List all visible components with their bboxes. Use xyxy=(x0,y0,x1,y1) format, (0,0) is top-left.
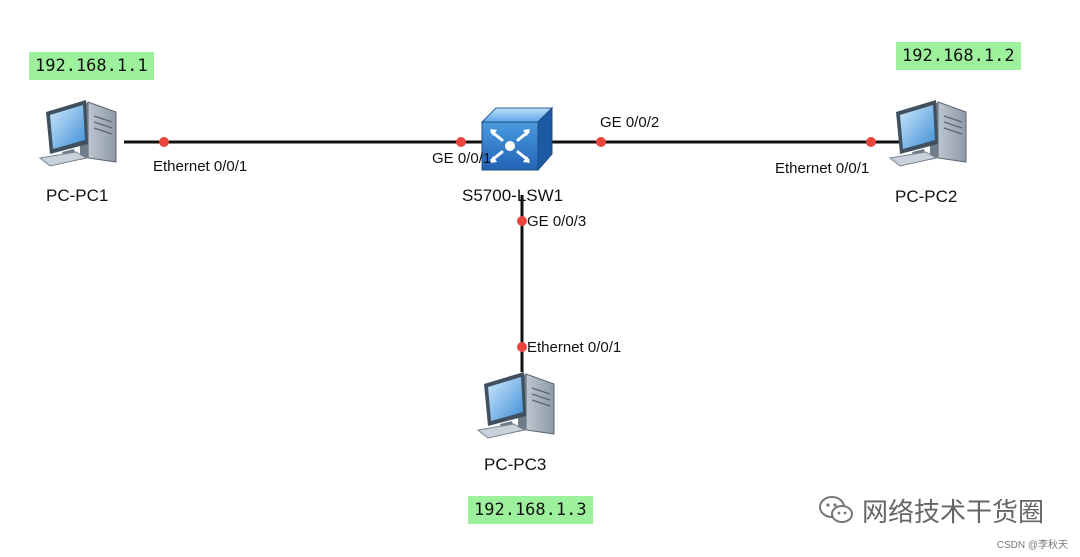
pc1-port-label: Ethernet 0/0/1 xyxy=(153,158,248,175)
switch-ge3-label: GE 0/0/3 xyxy=(527,213,587,230)
pc3-ip-label: 192.168.1.3 xyxy=(468,496,593,524)
pc3-port-label: Ethernet 0/0/1 xyxy=(527,339,622,356)
pc2-ip-label: 192.168.1.2 xyxy=(896,42,1021,70)
switch-ge1-label: GE 0/0/1 xyxy=(432,150,492,167)
port-dot-pc2-eth xyxy=(866,137,876,147)
wechat-icon xyxy=(819,496,853,523)
pc1-name-label: PC-PC1 xyxy=(46,186,109,205)
watermark-text: 网络技术干货圈 xyxy=(862,496,1045,527)
pc2-name-label: PC-PC2 xyxy=(895,187,958,206)
switch-ge2-label: GE 0/0/2 xyxy=(600,114,660,131)
pc1-ip-label: 192.168.1.1 xyxy=(29,52,154,80)
port-dot-switch-ge3 xyxy=(517,216,527,226)
port-dot-switch-ge1 xyxy=(456,137,466,147)
switch-name-label: S5700-LSW1 xyxy=(462,186,564,205)
port-dot-pc3-eth xyxy=(517,342,527,352)
pc3-name-label: PC-PC3 xyxy=(484,455,547,474)
pc2-port-label: Ethernet 0/0/1 xyxy=(775,160,870,177)
port-dot-switch-ge2 xyxy=(596,137,606,147)
pc2-icon[interactable] xyxy=(889,99,967,167)
watermark: 网络技术干货圈 xyxy=(818,492,1044,528)
csdn-credit: CSDN @李秋天 xyxy=(996,540,1068,551)
pc1-icon[interactable] xyxy=(39,99,117,167)
pc3-icon[interactable] xyxy=(477,371,555,439)
port-dot-pc1-eth xyxy=(159,137,169,147)
switch-icon[interactable] xyxy=(480,106,554,172)
